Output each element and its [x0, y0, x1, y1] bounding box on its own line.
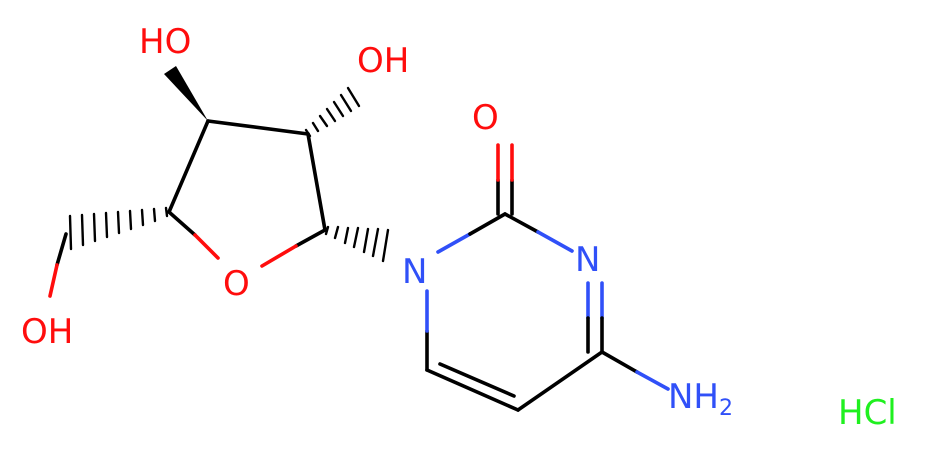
- bond-c2-n3-blue: [536, 230, 574, 253]
- bond-c4-c3: [167, 119, 210, 214]
- atom-label-ho-c3: HO: [139, 22, 191, 62]
- atom-label-oh-c5: OH: [21, 312, 73, 352]
- atom-label-nh2: NH2: [668, 377, 733, 421]
- pyrimidine-ring: [425, 143, 670, 412]
- bond-c4-o-black: [167, 210, 197, 237]
- bond-c4-nh2-black: [600, 350, 639, 374]
- atom-label-oh-c2: OH: [357, 41, 409, 81]
- bond-n1-c2-blue: [436, 232, 472, 254]
- atom-label-ring-o: O: [223, 264, 250, 304]
- wedge-bond-c3-oh: [164, 66, 208, 121]
- bond-c2-n3-black: [503, 212, 540, 234]
- bond-c4-c5: [516, 350, 604, 412]
- bond-n1-c2-black: [468, 212, 507, 236]
- amine-subscript: 2: [719, 396, 733, 421]
- hash-bond-c4-c5: [68, 206, 169, 251]
- bond-c3-c2: [206, 119, 310, 136]
- salt-label-hcl: HCl: [838, 393, 897, 433]
- furanose-ring: [167, 119, 327, 268]
- atom-label-n3: N: [575, 240, 600, 280]
- bond-c5-c6-inner: [438, 362, 516, 398]
- amine-nh: NH: [668, 377, 719, 417]
- atom-label-n1: N: [402, 252, 427, 292]
- bond-c4-o-red: [193, 233, 220, 260]
- bond-c1-o-red: [260, 244, 298, 268]
- bond-c2-c1: [306, 132, 327, 232]
- bond-c5-o-red: [48, 263, 59, 298]
- atom-label-carbonyl-o: O: [472, 98, 499, 138]
- bond-c5-c6-outer: [425, 368, 520, 412]
- hash-bond-c2-oh: [304, 86, 361, 138]
- bond-c4-nh2-blue: [635, 370, 670, 391]
- bond-c1-o-black: [294, 228, 327, 248]
- bond-c5-o-black: [55, 232, 68, 267]
- hash-bond-c1-n1: [324, 225, 390, 263]
